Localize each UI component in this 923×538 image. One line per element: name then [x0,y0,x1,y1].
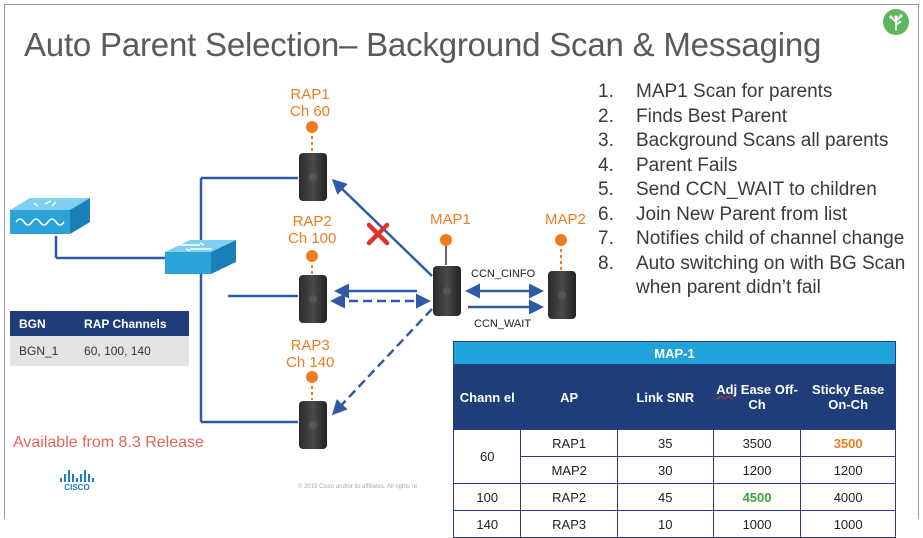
step-item-continuation: when parent didn’t fail [636,277,821,298]
cisco-wordmark: CISCO [64,483,90,492]
cisco-bars-icon [58,470,96,482]
rap3-channel: Ch 140 [286,354,335,371]
steps-list: 1.MAP1 Scan for parents 2.Finds Best Par… [598,80,905,301]
sticky-cell-highlight: 3500 [800,429,896,457]
sticky-cell: 1200 [800,456,896,484]
access-point-map2 [548,271,576,319]
ap-cell: RAP3 [520,510,618,538]
ccn-wait-label: CCN_WAIT [474,318,532,330]
switch-icon [165,240,236,274]
adj-cell-highlight: 4500 [712,483,802,511]
step-item: 5.Send CCN_WAIT to children [598,179,877,200]
step-item: 1.MAP1 Scan for parents [598,81,833,102]
rap1-name: RAP1 [290,86,330,103]
rap1-label: RAP1 Ch 60 [290,86,330,120]
sticky-cell: 4000 [800,483,896,511]
rap3-label: RAP3 Ch 140 [286,337,334,371]
ccn-cinfo-label: CCN_CINFO [471,268,536,280]
channel-cell: 60 [452,429,522,484]
ap-cell: RAP2 [520,483,618,511]
step-item: 2.Finds Best Parent [598,105,788,127]
adj-cell: 3500 [712,429,802,457]
step-item: 4.Parent Fails [598,154,738,176]
table-row: 100 RAP2 45 4500 4000 [452,483,896,511]
col-snr-header: Link SNR [616,364,714,430]
col-ap-header: AP [520,364,618,430]
table-row: BGN_1 60, 100, 140 [10,336,189,366]
availability-note: Available from 8.3 Release [13,434,204,451]
table-row: MAP2 30 1200 1200 [454,456,896,484]
tree-logo-icon [883,9,909,35]
snr-cell: 30 [616,456,714,484]
snr-cell: 45 [616,483,714,511]
rap1-channel: Ch 60 [290,103,331,120]
slide-border-left [4,4,5,519]
link-failure-x-icon [366,222,390,246]
slide-border-right [918,4,919,519]
step-item: 8.Auto switching on with BG Scan [598,252,906,274]
table-row: 60 RAP1 35 3500 3500 [452,429,896,484]
node-markers [306,121,567,400]
map1-table: MAP-1 Chann el AP Link SNR Adj Ease Off-… [452,341,896,538]
slide-title: Auto Parent Selection– Background Scan &… [24,26,822,63]
table-row: 140 RAP3 10 1000 1000 [452,510,896,538]
rap3-name: RAP3 [290,337,330,354]
step-item: 3.Background Scans all parents [598,130,889,151]
ap-cell: MAP2 [520,456,618,484]
slide: Auto Parent Selection– Background Scan &… [4,4,919,538]
bgn-cell: BGN_1 [10,336,76,366]
network-diagram [10,121,576,449]
snr-cell: 10 [616,510,714,538]
col-sticky-header: Sticky Ease On-Ch [800,364,896,430]
step-item: 6.Join New Parent from list [598,203,848,225]
col-channel-header: Chann el [452,364,522,430]
map1-label: MAP1 [430,211,471,228]
access-point-map1 [433,266,461,316]
router-icon [10,198,90,234]
channels-cell: 60, 100, 140 [75,336,189,366]
rap2-channel: Ch 100 [288,230,337,247]
bgn-table: BGN RAP Channels BGN_1 60, 100, 140 [10,311,189,366]
access-point-rap3 [299,401,327,449]
col-adj-header: Adj Ease Off-Ch [712,364,802,430]
map2-label: MAP2 [545,211,586,228]
map1-table-caption: MAP-1 [453,341,896,365]
step-item: 7.Notifies child of channel change [598,228,905,249]
cisco-logo: CISCO [58,470,96,492]
access-point-rap1 [299,153,327,201]
rap-channels-header: RAP Channels [75,311,189,336]
adj-spell-word: Adj [716,382,738,397]
adj-cell: 1000 [712,510,802,538]
sticky-cell: 1000 [800,510,896,538]
adj-cell: 1200 [712,456,802,484]
channel-cell: 100 [452,483,522,511]
snr-cell: 35 [616,429,714,457]
rap2-label: RAP2 Ch 100 [288,213,336,247]
wired-links [54,176,298,424]
access-point-rap2 [299,275,327,323]
slide-border-top [4,4,919,5]
copyright-text: © 2015 Cisco and/or its affiliates. All … [298,484,418,490]
rap2-name: RAP2 [292,213,332,230]
bgn-header: BGN [10,311,76,336]
channel-cell: 140 [452,510,522,538]
ap-cell: RAP1 [520,429,618,457]
